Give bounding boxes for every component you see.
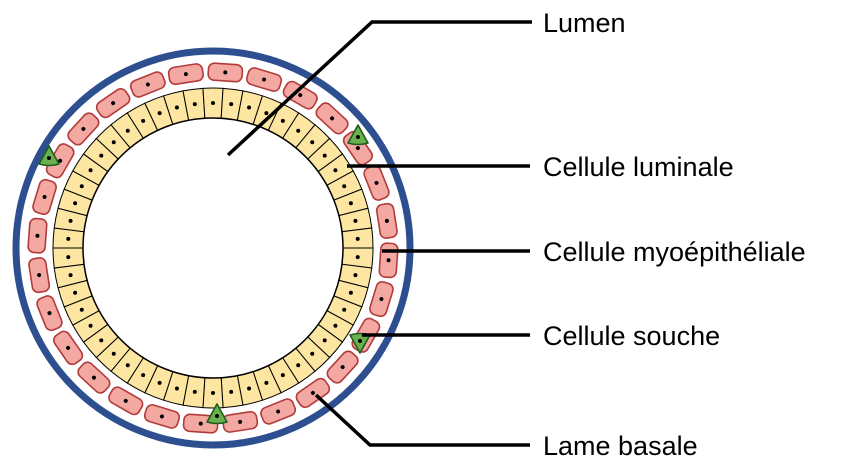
cell-nucleus: [356, 135, 360, 139]
basal-lamina-leader-line: [316, 395, 530, 445]
cell-nucleus: [229, 390, 233, 394]
cell-nucleus: [310, 140, 314, 144]
myoepithelial-cell: [28, 218, 47, 253]
cell-nucleus: [141, 373, 145, 377]
cell-nucleus: [99, 154, 103, 158]
cell-nucleus: [69, 219, 73, 223]
cell-nucleus: [215, 414, 219, 418]
cell-nucleus: [333, 168, 337, 172]
cell-nucleus: [264, 381, 268, 385]
cell-nucleus: [193, 102, 197, 106]
cell-nucleus: [323, 338, 327, 342]
cell-nucleus: [342, 308, 346, 312]
cell-nucleus: [296, 129, 300, 133]
cell-nucleus: [353, 273, 357, 277]
cell-nucleus: [193, 390, 197, 394]
cell-nucleus: [175, 106, 179, 110]
cell-nucleus: [66, 255, 70, 259]
cell-nucleus: [211, 101, 215, 105]
cell-nucleus: [158, 111, 162, 115]
cell-nucleus: [281, 119, 285, 123]
cell-nucleus: [349, 201, 353, 205]
cell-nucleus: [296, 363, 300, 367]
luminal-cell: [203, 88, 223, 118]
luminal-cell: [53, 248, 84, 268]
cell-nucleus: [89, 168, 93, 172]
cell-nucleus: [99, 338, 103, 342]
luminal-cell: [203, 378, 223, 408]
cell-nucleus: [356, 237, 360, 241]
cell-nucleus: [126, 129, 130, 133]
cell-nucleus: [333, 324, 337, 328]
myoepithelial-cell: [379, 243, 398, 278]
cell-nucleus: [349, 291, 353, 295]
cell-nucleus: [73, 201, 77, 205]
cell-nucleus: [47, 156, 51, 160]
cell-nucleus: [247, 106, 251, 110]
lumen-area: [83, 118, 343, 378]
cell-nucleus: [323, 154, 327, 158]
cell-nucleus: [358, 339, 362, 343]
cell-nucleus: [80, 184, 84, 188]
cell-nucleus: [141, 119, 145, 123]
cell-nucleus: [126, 363, 130, 367]
myoepithelial-cell-label: Cellule myoépithéliale: [543, 237, 806, 267]
cell-nucleus: [112, 352, 116, 356]
cell-nucleus: [69, 273, 73, 277]
luminal-cell-label: Cellule luminale: [543, 152, 734, 182]
lumen-label: Lumen: [543, 8, 626, 38]
cell-nucleus: [264, 111, 268, 115]
cell-nucleus: [211, 391, 215, 395]
myoepithelial-cell: [208, 63, 243, 82]
basal-lamina-label: Lame basale: [543, 431, 698, 461]
cell-nucleus: [229, 102, 233, 106]
cell-nucleus: [281, 373, 285, 377]
cell-nucleus: [158, 381, 162, 385]
stem-cell-label: Cellule souche: [543, 321, 720, 351]
cell-nucleus: [175, 386, 179, 390]
cell-nucleus: [356, 255, 360, 259]
cell-nucleus: [353, 219, 357, 223]
cell-nucleus: [73, 291, 77, 295]
cell-nucleus: [89, 324, 93, 328]
luminal-cell: [342, 228, 373, 248]
cell-nucleus: [310, 352, 314, 356]
cell-nucleus: [112, 140, 116, 144]
cell-nucleus: [247, 386, 251, 390]
cell-nucleus: [342, 184, 346, 188]
cell-nucleus: [80, 308, 84, 312]
cell-nucleus: [66, 237, 70, 241]
